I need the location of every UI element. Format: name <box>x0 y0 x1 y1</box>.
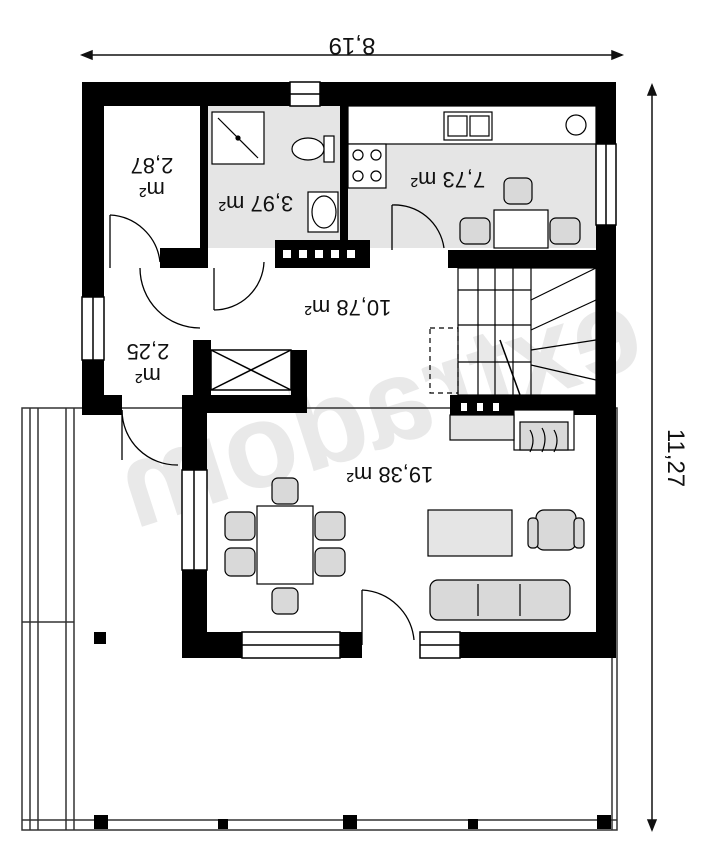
width-dimension-label: 8,19 <box>329 32 376 59</box>
doors <box>109 204 445 645</box>
stairs <box>429 267 597 396</box>
terrace-posts <box>94 632 611 829</box>
height-dimension <box>646 82 658 833</box>
closet-wall <box>291 350 307 398</box>
sofa <box>429 579 571 621</box>
room-a-area: 2,87 <box>131 153 174 178</box>
room-f-area: 19,38 m² <box>347 462 434 487</box>
windows <box>81 81 617 659</box>
room-b-area: 3,97 m² <box>219 191 294 216</box>
kitchen-table <box>459 177 581 249</box>
chimney-vents <box>283 250 499 411</box>
room-c-area: 7,73 m² <box>411 167 486 192</box>
stove <box>352 149 382 182</box>
room-e-unit: m² <box>135 363 161 388</box>
width-dimension <box>79 49 625 61</box>
armchair <box>527 509 585 551</box>
closet <box>210 349 292 391</box>
toilet <box>291 135 335 163</box>
room-e-area: 2,25 <box>127 339 170 364</box>
fireplace <box>449 409 575 453</box>
height-dimension-label: 11,27 <box>662 429 689 487</box>
room-a-unit: m² <box>139 177 165 202</box>
terrace <box>21 407 618 831</box>
washbasin <box>307 191 339 233</box>
room-d-area: 10,78 m² <box>305 295 392 320</box>
coffee-table <box>427 509 513 557</box>
shower <box>211 111 265 165</box>
dining-set <box>224 477 346 615</box>
